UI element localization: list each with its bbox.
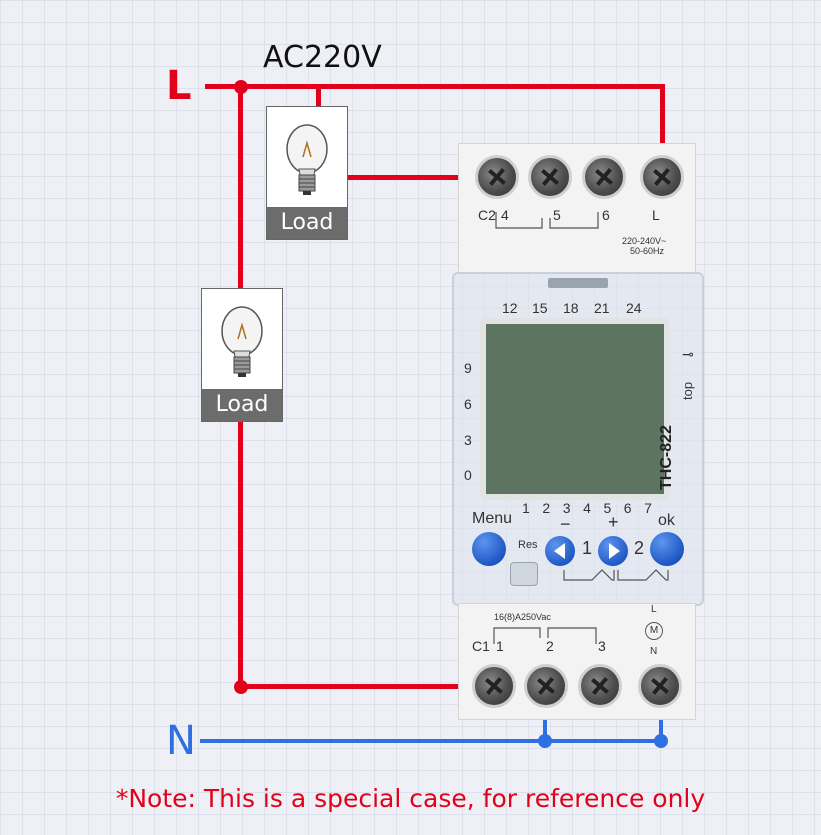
day-3: 3	[562, 500, 571, 516]
terminal-label-5: 5	[553, 207, 561, 223]
terminal-label-4: 4	[501, 207, 509, 223]
channel-2-label: 2	[634, 538, 645, 558]
terminal-label-L: L	[652, 207, 660, 223]
load-1: Load	[266, 106, 348, 240]
live-wire-drop-to-L	[660, 84, 665, 180]
top-label: top	[680, 381, 695, 400]
terminal-label-1: 1	[496, 638, 504, 654]
neutral-junction-1	[538, 734, 552, 748]
lcd-display	[480, 318, 670, 500]
terminal-5	[528, 155, 572, 199]
motor-symbol: M	[645, 622, 663, 640]
terminal-6	[582, 155, 626, 199]
right-arrow-icon	[609, 543, 620, 559]
motor-label-M: M	[649, 625, 659, 636]
model-label: THC-822	[658, 425, 675, 490]
load1-to-C2-wire	[348, 175, 493, 180]
hour-mark-6: 6	[464, 396, 472, 412]
neutral-junction-2	[654, 734, 668, 748]
terminal-label-C1: C1	[472, 638, 490, 654]
lightbulb-icon	[221, 306, 263, 377]
plus-label: +	[608, 512, 619, 532]
terminal-label-6: 6	[602, 207, 610, 223]
load1-feed-wire	[316, 84, 321, 108]
terminal-2	[524, 664, 568, 708]
cover-latch	[548, 278, 608, 288]
rating-frequency: 50-60Hz	[630, 246, 665, 256]
junction-dot-top	[234, 80, 248, 94]
live-wire-bottom-to-C1	[238, 684, 492, 689]
ok-label: ok	[658, 512, 675, 529]
junction-dot-bottom	[234, 680, 248, 694]
load-2-caption: Load	[202, 389, 282, 421]
hour-mark-12: 12	[502, 300, 518, 316]
rating-contact: 16(8)A250Vac	[494, 612, 551, 622]
live-wire-top	[205, 84, 665, 89]
live-wire-left-vertical-lower	[238, 420, 243, 688]
hour-mark-9: 9	[464, 360, 472, 376]
motor-label-N: N	[650, 646, 658, 657]
relay-channel-symbols	[563, 569, 669, 581]
minus-button[interactable]	[545, 536, 575, 566]
motor-label-L: L	[651, 604, 657, 615]
terminal-label-2: 2	[546, 638, 554, 654]
terminal-C2	[475, 155, 519, 199]
load-1-caption: Load	[267, 207, 347, 239]
day-numbers: 1 2 3 4 5 6 7	[522, 500, 652, 516]
relay-symbol-bottom	[493, 627, 597, 644]
lightbulb-icon	[286, 124, 328, 195]
day-2: 2	[542, 500, 551, 516]
hour-mark-24: 24	[626, 300, 642, 316]
day-7: 7	[644, 500, 652, 516]
relay-symbol-top	[495, 212, 599, 229]
neutral-wire	[200, 739, 664, 743]
left-arrow-icon	[554, 543, 565, 559]
day-5: 5	[603, 500, 612, 516]
ok-button[interactable]	[650, 532, 684, 566]
menu-button[interactable]	[472, 532, 506, 566]
hour-mark-21: 21	[594, 300, 610, 316]
live-wire-left-vertical	[238, 84, 243, 290]
hour-mark-3: 3	[464, 432, 472, 448]
load-2: Load	[201, 288, 283, 422]
line-label: L	[166, 63, 192, 109]
rating-voltage: 220-240V~	[622, 236, 667, 246]
reset-button[interactable]	[510, 562, 538, 586]
hour-mark-0: 0	[464, 467, 472, 483]
terminal-N	[638, 664, 682, 708]
minus-label: −	[560, 514, 571, 534]
plus-button[interactable]	[598, 536, 628, 566]
terminal-label-3: 3	[598, 638, 606, 654]
neutral-label: N	[166, 718, 196, 764]
voltage-label: AC220V	[263, 40, 382, 75]
menu-label: Menu	[472, 510, 513, 527]
terminal-label-C2: C2	[478, 207, 496, 223]
terminal-3	[578, 664, 622, 708]
day-4: 4	[583, 500, 591, 516]
terminal-C1	[472, 664, 516, 708]
reference-note: *Note: This is a special case, for refer…	[115, 784, 706, 813]
day-6: 6	[623, 500, 632, 516]
terminal-L	[640, 155, 684, 199]
channel-1-label: 1	[582, 538, 593, 558]
res-label: Res	[518, 539, 538, 551]
hour-mark-15: 15	[532, 300, 548, 316]
lock-icon: ⊸	[682, 346, 694, 362]
hour-mark-18: 18	[563, 300, 579, 316]
day-1: 1	[522, 500, 530, 516]
